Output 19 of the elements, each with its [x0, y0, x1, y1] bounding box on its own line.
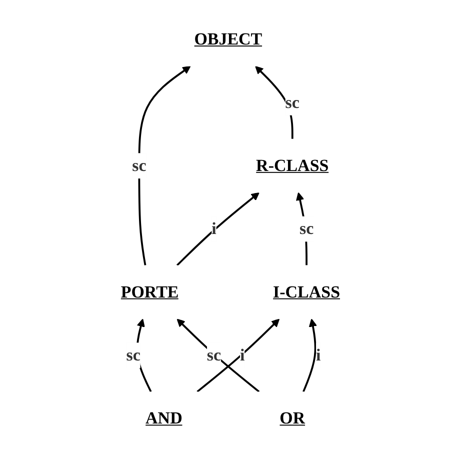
node-text: I-CLASS — [272, 282, 340, 302]
edge-label: sc — [206, 345, 221, 364]
edge-label: i — [316, 345, 320, 364]
edge-label: sc — [132, 156, 146, 175]
edge-label: i — [211, 219, 216, 238]
arrow — [196, 318, 280, 392]
edge-label: sc — [126, 345, 140, 364]
arrow — [302, 318, 317, 392]
node-text: OBJECT — [194, 30, 262, 48]
arrow — [176, 192, 259, 266]
arrow — [138, 66, 190, 266]
edge-label: sc — [284, 92, 300, 112]
node-text: OR — [279, 408, 305, 428]
node-text: AND — [145, 408, 182, 428]
node-text: PORTE — [120, 282, 178, 302]
edge-label: i — [240, 345, 244, 364]
edge-label: sc — [299, 219, 314, 238]
arrow — [176, 318, 260, 392]
node-text: R-CLASS — [256, 156, 328, 175]
